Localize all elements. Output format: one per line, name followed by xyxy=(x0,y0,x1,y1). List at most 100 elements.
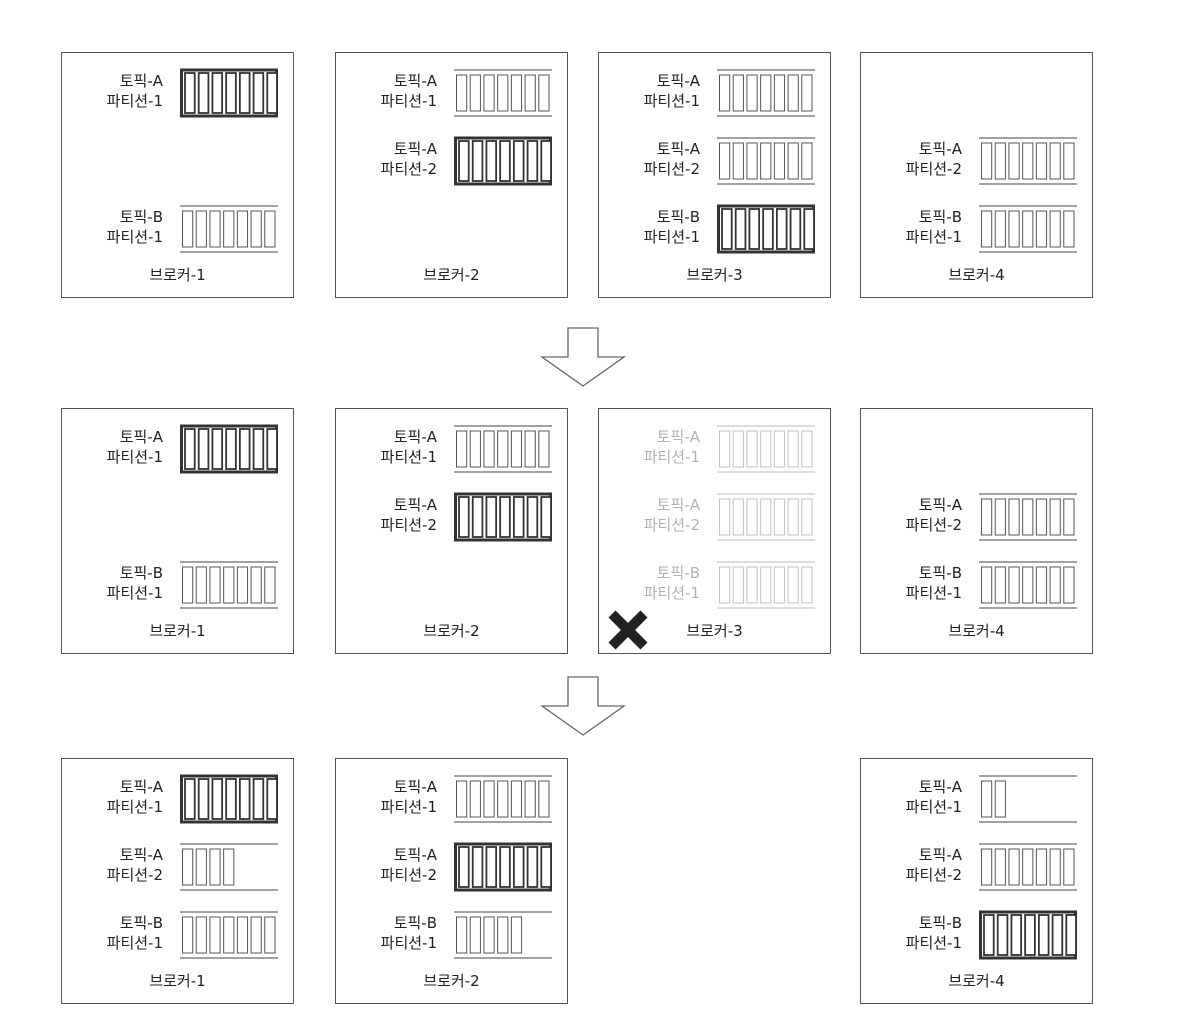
log-message xyxy=(540,846,552,888)
log-message xyxy=(469,916,481,954)
log-svg xyxy=(979,561,1077,609)
partition-name: 파티션-2 xyxy=(905,516,962,534)
partition-name: 파티션-2 xyxy=(380,160,437,178)
log-message xyxy=(252,72,265,114)
log-message xyxy=(775,208,788,250)
log-message xyxy=(994,142,1006,180)
log-svg xyxy=(979,493,1077,541)
topic-name: 토픽-B xyxy=(918,564,962,582)
log-message xyxy=(732,430,744,468)
broker-name: 브로커-1 xyxy=(149,972,206,990)
follower-log xyxy=(717,135,815,187)
log-message xyxy=(182,210,194,248)
log-message xyxy=(746,74,758,112)
leader-log xyxy=(454,135,552,187)
log-message xyxy=(1051,914,1064,956)
log-svg xyxy=(717,69,815,117)
log-message xyxy=(981,210,993,248)
log-message xyxy=(497,780,509,818)
broker-name: 브로커-4 xyxy=(948,622,1005,640)
log-message xyxy=(512,496,525,538)
log-message xyxy=(789,208,802,250)
topic-name: 토픽-B xyxy=(119,914,163,932)
log-message xyxy=(236,916,249,954)
log-message xyxy=(734,208,747,250)
follower-log xyxy=(180,559,278,611)
log-svg xyxy=(979,137,1077,185)
log-message xyxy=(1022,848,1034,886)
log-message xyxy=(994,210,1006,248)
log-message xyxy=(773,498,786,536)
log-message xyxy=(510,430,523,468)
partition-name: 파티션-1 xyxy=(106,934,163,952)
log-svg xyxy=(180,774,278,824)
topic-name: 토픽-A xyxy=(119,846,163,864)
leader-log xyxy=(717,203,815,255)
log-message xyxy=(184,428,196,470)
follower-log xyxy=(717,423,815,475)
broker-name: 브로커-4 xyxy=(948,266,1005,284)
log-message xyxy=(252,778,265,820)
topic-name: 토픽-B xyxy=(656,564,700,582)
log-message xyxy=(209,848,221,886)
partition-label: 토픽-B 파티션-1 xyxy=(107,913,163,953)
topic-name: 토픽-A xyxy=(918,846,962,864)
down-arrow-icon xyxy=(539,676,627,736)
partition-name: 파티션-1 xyxy=(643,448,700,466)
log-message xyxy=(236,566,249,604)
log-message xyxy=(471,496,484,538)
log-message xyxy=(469,430,481,468)
log-message xyxy=(1022,142,1034,180)
follower-log xyxy=(454,909,552,961)
log-message xyxy=(1049,498,1061,536)
log-message xyxy=(266,778,278,820)
log-message xyxy=(510,780,523,818)
log-message xyxy=(266,428,278,470)
log-message xyxy=(456,780,468,818)
log-svg xyxy=(180,68,278,118)
broker-name: 브로커-2 xyxy=(423,972,480,990)
log-message xyxy=(719,498,731,536)
follower-log xyxy=(979,491,1077,543)
log-message xyxy=(209,210,221,248)
log-svg xyxy=(454,136,552,186)
log-message xyxy=(471,846,484,888)
topic-name: 토픽-B xyxy=(119,208,163,226)
log-message xyxy=(483,430,495,468)
log-message xyxy=(250,566,262,604)
log-svg xyxy=(180,843,278,891)
log-message xyxy=(721,208,733,250)
log-message xyxy=(458,140,470,182)
log-message xyxy=(801,74,813,112)
topic-name: 토픽-A xyxy=(119,428,163,446)
log-message xyxy=(773,142,786,180)
follower-log xyxy=(979,559,1077,611)
leader-log xyxy=(454,841,552,893)
log-message xyxy=(458,846,470,888)
log-message xyxy=(994,566,1006,604)
log-message xyxy=(512,140,525,182)
log-message xyxy=(264,210,276,248)
topic-name: 토픽-A xyxy=(656,496,700,514)
topic-name: 토픽-A xyxy=(656,140,700,158)
log-message xyxy=(732,566,744,604)
